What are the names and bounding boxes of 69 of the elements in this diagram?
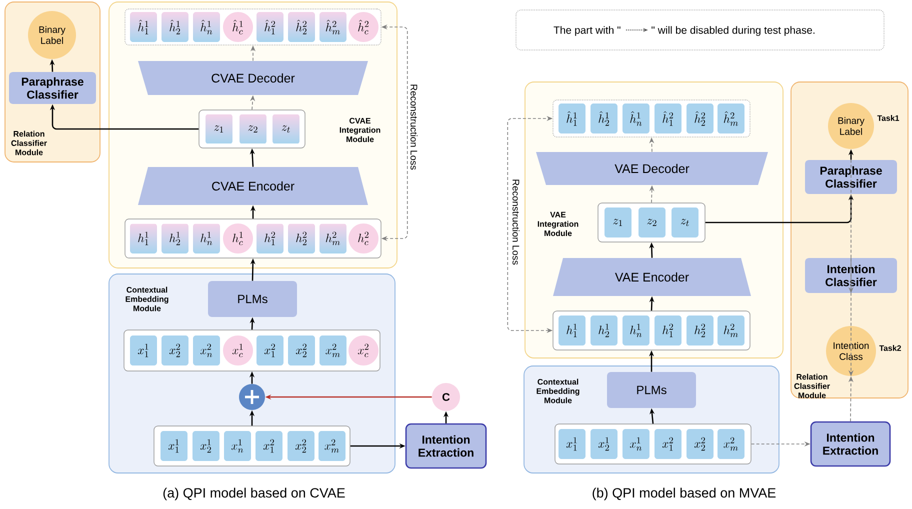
task-label: Task1 [877,115,900,121]
classifier-box: Intention Classifier [805,258,897,293]
token-cell: $x^2_m$ [318,431,346,461]
extraction-box: Intention Extraction [405,423,487,469]
subfigure-caption: (b) QPI model based on MVAE [592,488,776,500]
token-cell: $z_1$ [214,125,224,132]
token-cell: $\hat{h}^1_1$ [138,20,148,34]
subfigure-caption: (a) QPI model based on CVAE [163,488,345,500]
task-label: Task2 [879,345,901,351]
token-cell: $x^2_1$ [256,336,284,366]
token-cell: $x^2_2$ [162,336,188,366]
token-cell: $x^2_2$ [288,431,314,461]
token-cell: $x^1_1$ [130,336,157,366]
decoder-trapezoid: VAE Decoder [536,152,768,185]
token-cell: $h^2_2$ [296,232,306,246]
token-cell: $h^1_2$ [590,316,618,346]
token-cell: $h^1_n$ [200,232,212,246]
token-cell: $\hat{h}^1_n$ [200,20,212,34]
model-box: PLMs [607,372,696,408]
token-cell: $x^1_1$ [160,431,188,461]
token-cell: $z_2$ [248,125,258,132]
edge-label: Reconstruction Loss [410,82,418,172]
token-cell: $h^1_n$ [622,316,650,346]
add-circle [239,384,265,410]
token-cell: $x^2_m$ [320,336,346,366]
token-cell: $x^1_2$ [590,429,618,459]
extraction-box: Intention Extraction [810,421,891,467]
token-cell: $x^2_n$ [193,336,220,366]
model-box: PLMs [208,281,297,317]
token-cell: $x^2_m$ [718,429,744,459]
token-cell: $\hat{h}^1_2$ [170,20,180,34]
token-cell: $x^2_1$ [654,429,682,459]
label: " will be disabled during test phase. [652,26,814,36]
token-cell: $x^1_2$ [192,431,220,461]
token-cell: $\hat{h}^1_n$ [622,104,650,134]
token-cell: $x^1_1$ [558,429,586,459]
encoder-trapezoid: VAE Encoder [553,258,751,296]
token-cell: $z_t$ [282,125,290,133]
encoder-trapezoid: CVAE Encoder [138,167,368,205]
token-cell: $h^2_1$ [654,316,682,346]
token-cell: $x^1_n$ [622,429,650,459]
token-cell: $z_2$ [638,208,666,238]
token-cell: $h^2_m$ [718,316,744,346]
token-cell: $x^2_2$ [288,336,315,366]
note-box: The part with " " will be disabled during test phase. [516,10,884,50]
token-cell: $z_1$ [604,208,632,238]
token-cell: $h^2_2$ [686,316,714,346]
token-cell: $\hat{h}^2_m$ [326,20,340,34]
token-cell: $z_t$ [672,208,698,238]
decoder-trapezoid: CVAE Decoder [138,61,368,95]
token-cell: $h^1_1$ [138,232,148,246]
token-cell: $h^2_1$ [264,232,275,246]
token-cell: $\hat{h}^2_1$ [654,104,682,134]
token-cell: $x^1_n$ [224,431,251,461]
token-cell: $\hat{h}^2_1$ [264,20,275,34]
token-cell: $\hat{h}^2_2$ [686,104,714,134]
token-cell: $\hat{h}^1_1$ [558,104,586,134]
token-cell: $h^1_2$ [170,232,180,246]
token-cell: $\hat{h}^2_m$ [718,104,744,134]
token-cell: $x^2_2$ [686,429,714,459]
token-cell: $\hat{h}^2_2$ [296,20,306,34]
token-cell: $h^2_m$ [326,232,340,246]
token-cell: $\hat{h}^1_2$ [590,104,618,134]
token-cell: $h^1_1$ [558,316,586,346]
edge-label: Reconstruction Loss [512,178,520,266]
classifier-box: Paraphrase Classifier [805,160,897,194]
classifier-box: Paraphrase Classifier [9,72,96,104]
label: The part with " [554,26,620,36]
token-cell: $x^2_1$ [256,431,282,461]
